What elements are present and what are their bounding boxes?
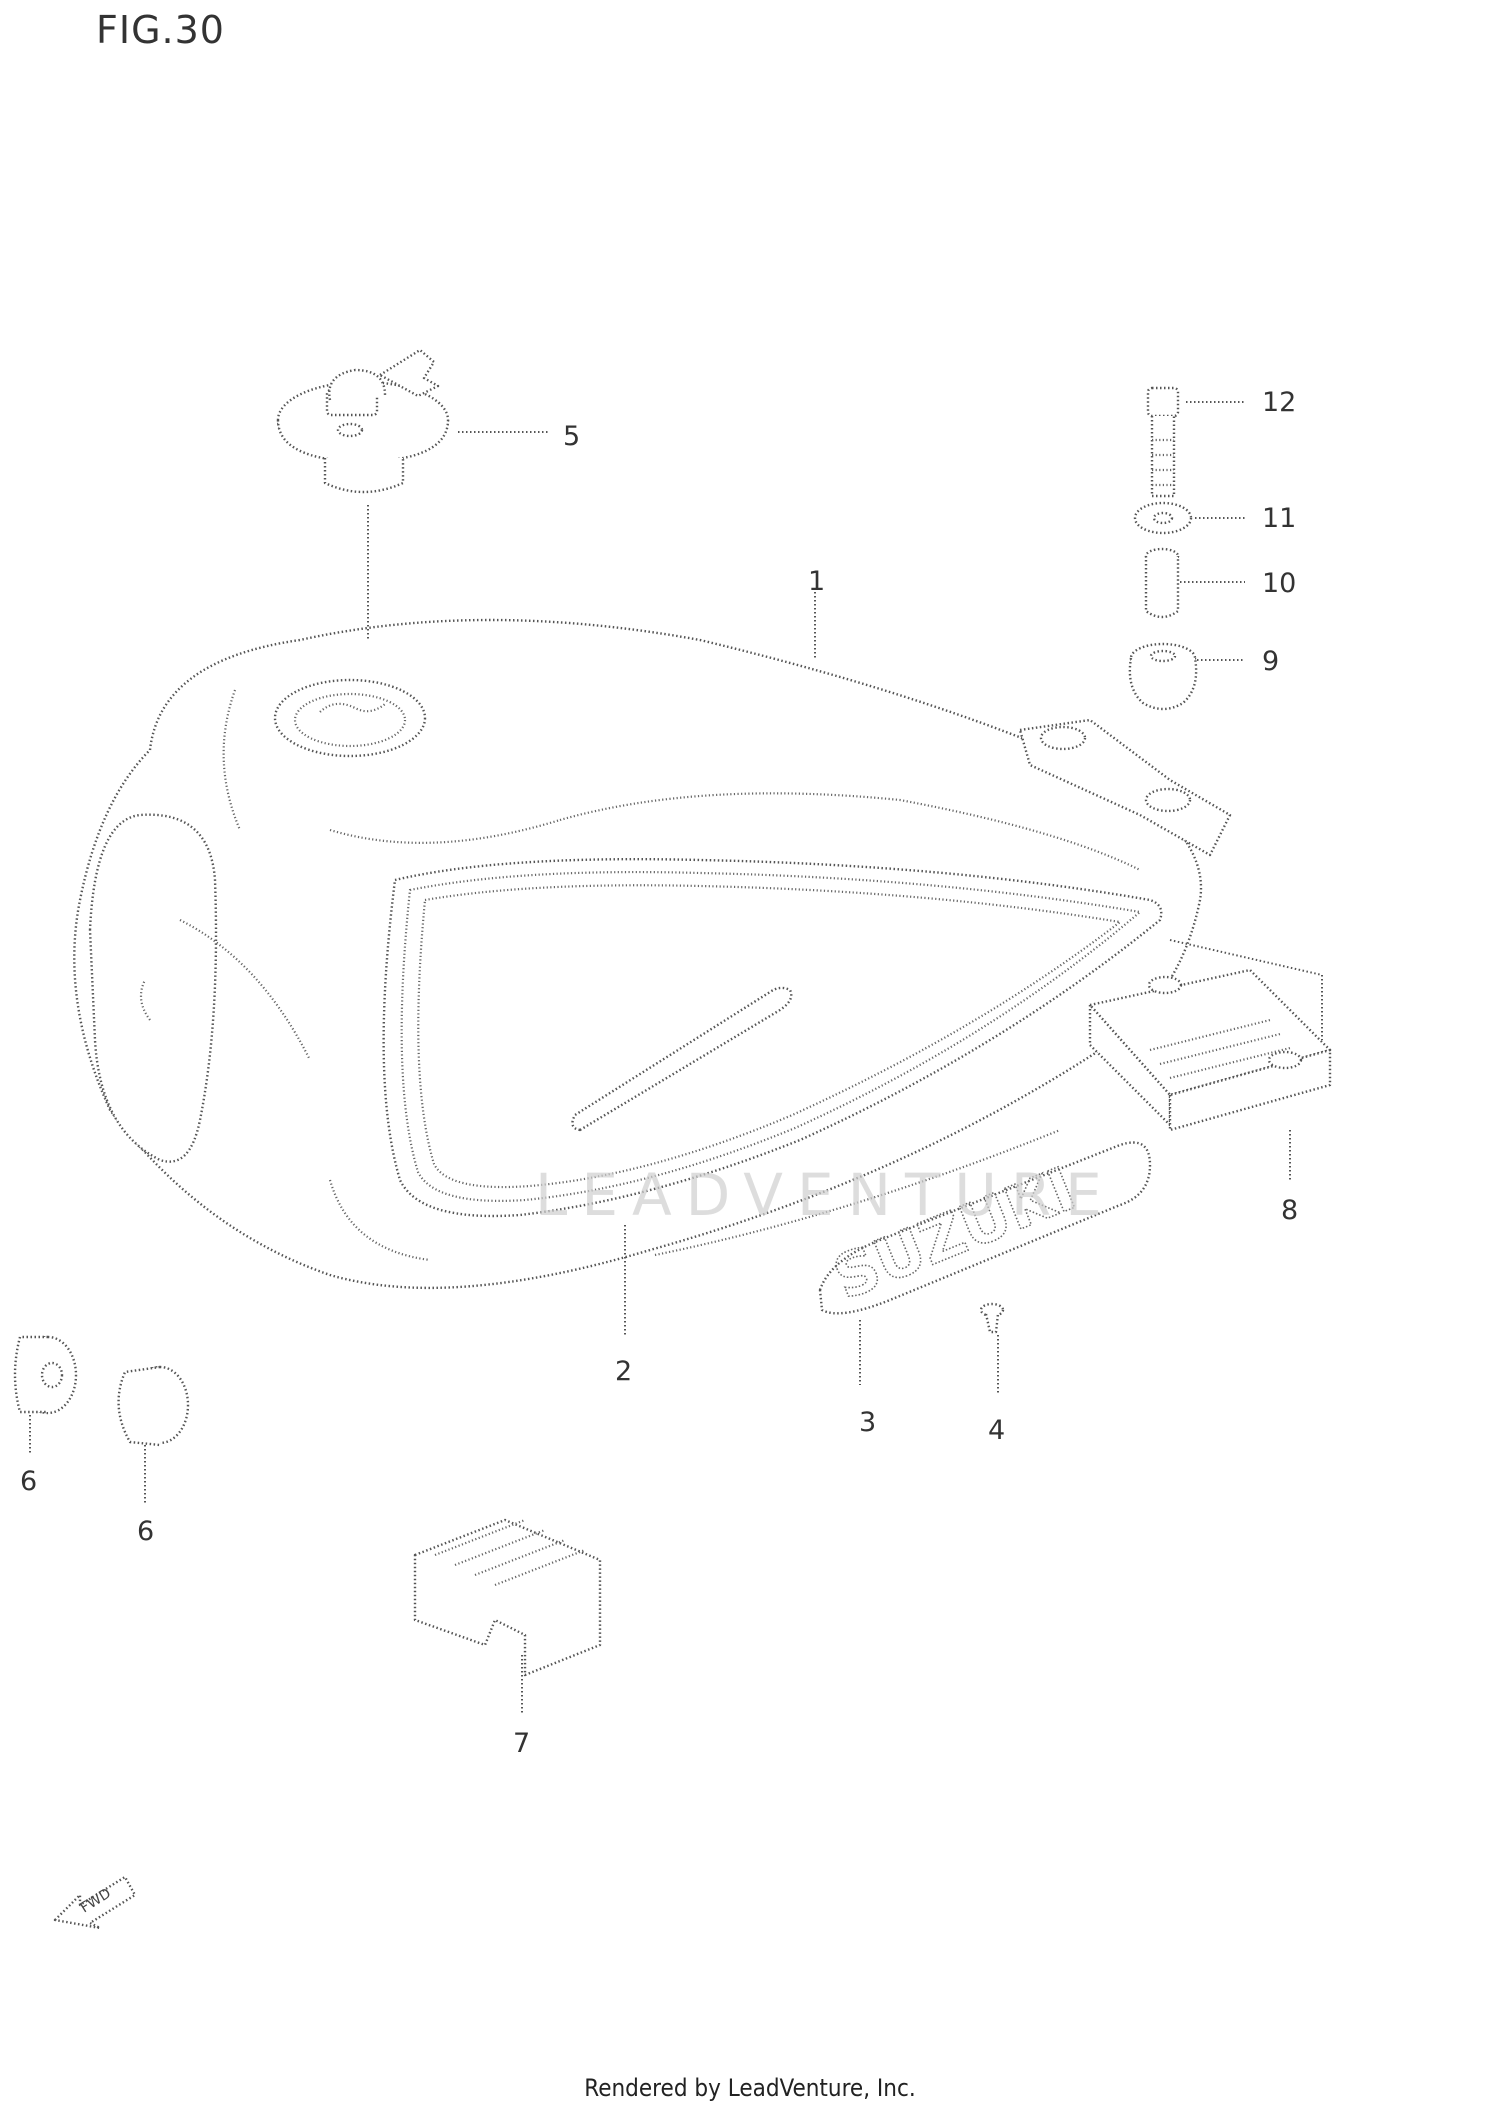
front-cushion-a[interactable] <box>13 1335 78 1415</box>
callout-part-11[interactable]: 11 <box>1262 503 1296 534</box>
callout-part-6b[interactable]: 6 <box>137 1516 154 1547</box>
cushion-clip[interactable] <box>413 1518 602 1677</box>
forward-direction-arrow: FWD <box>53 1875 137 1930</box>
callout-part-12[interactable]: 12 <box>1262 387 1296 418</box>
callout-part-10[interactable]: 10 <box>1262 568 1296 599</box>
callout-part-5[interactable]: 5 <box>563 421 580 452</box>
fuel-tank[interactable] <box>73 618 1232 1290</box>
leader-lines <box>29 401 1323 1715</box>
mount-bolt[interactable] <box>1146 386 1180 498</box>
callout-part-3[interactable]: 3 <box>859 1407 876 1438</box>
callout-labels: 1 2 3 4 5 6 6 7 8 9 10 11 12 <box>20 387 1298 1759</box>
render-credit: Rendered by LeadVenture, Inc. <box>584 2074 916 2102</box>
collar[interactable] <box>1144 547 1180 619</box>
washer[interactable] <box>1133 501 1193 535</box>
callout-part-4[interactable]: 4 <box>988 1415 1005 1446</box>
rear-cushion[interactable] <box>1088 968 1332 1132</box>
front-cushion-b[interactable] <box>117 1365 190 1447</box>
emblem-screw[interactable] <box>979 1302 1005 1334</box>
callout-part-7[interactable]: 7 <box>513 1728 530 1759</box>
callout-part-2[interactable]: 2 <box>615 1356 632 1387</box>
callout-part-6a[interactable]: 6 <box>20 1466 37 1497</box>
callout-part-1[interactable]: 1 <box>808 566 825 597</box>
grommet[interactable] <box>1128 642 1198 711</box>
fuel-cap[interactable] <box>276 348 450 494</box>
figure-title: FIG.30 <box>96 8 225 52</box>
callout-part-8[interactable]: 8 <box>1281 1195 1298 1226</box>
callout-part-9[interactable]: 9 <box>1262 646 1279 677</box>
knee-rubber-strip[interactable] <box>654 1128 1061 1257</box>
watermark-text: LEADVENTURE <box>535 1161 1116 1229</box>
